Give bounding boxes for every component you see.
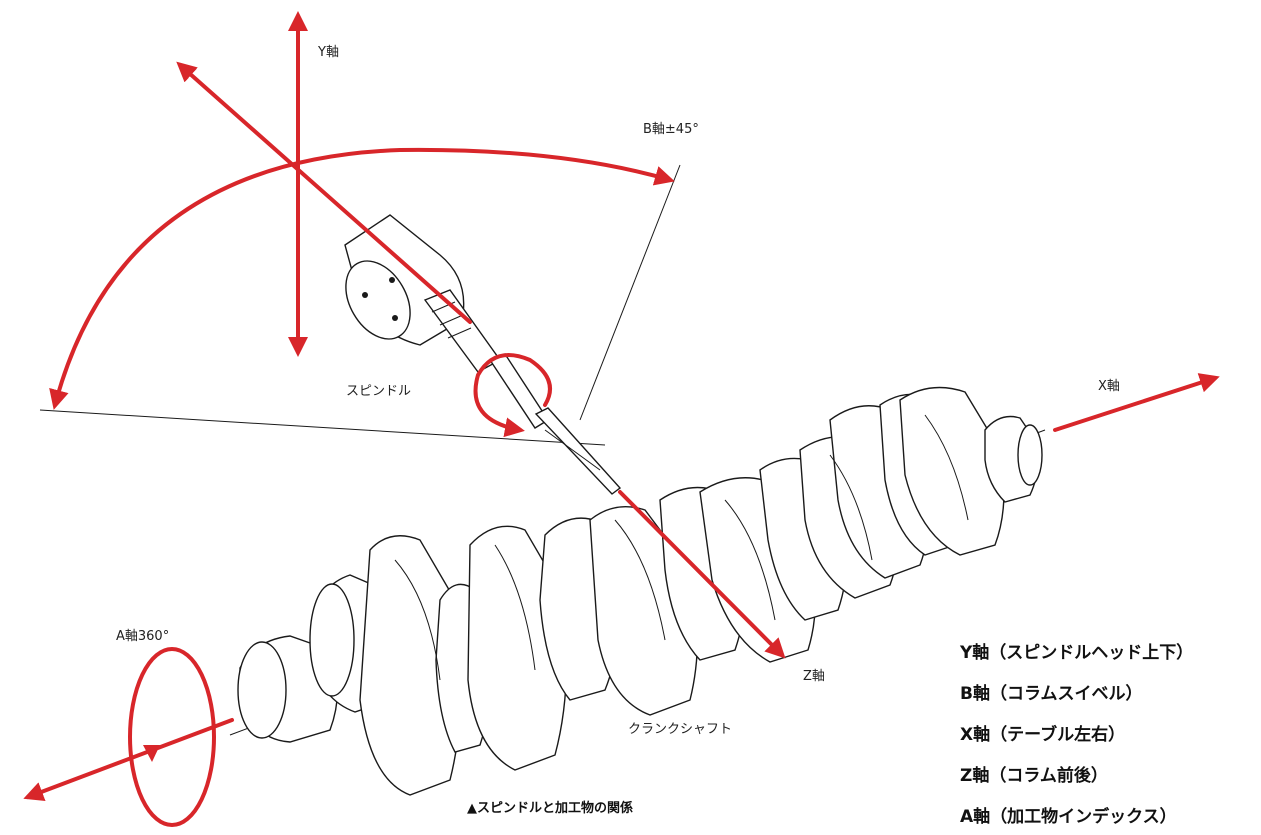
crankshaft-drawing xyxy=(229,386,1046,796)
y-axis-diagonal xyxy=(176,61,472,324)
axis-legend: Y軸（スピンドルヘッド上下） B軸（コラムスイベル） X軸（テーブル左右） Z軸… xyxy=(959,642,1193,827)
y-axis-label: Y軸 xyxy=(317,45,339,60)
legend-item: Y軸（スピンドルヘッド上下） xyxy=(959,642,1193,663)
spindle-label: スピンドル xyxy=(346,384,411,399)
a-axis-label: A軸360° xyxy=(116,629,169,644)
legend-item: X軸（テーブル左右） xyxy=(960,724,1125,745)
spindle-rotation-arrow xyxy=(473,353,552,438)
b-axis-arc xyxy=(49,147,675,410)
legend-item: B軸（コラムスイベル） xyxy=(960,683,1142,704)
z-axis-label: Z軸 xyxy=(803,669,825,684)
figure-caption: ▲スピンドルと加工物の関係 xyxy=(467,800,633,816)
a-axis-rotation-ring xyxy=(128,647,216,827)
axis-arrows xyxy=(23,11,1220,827)
legend-item: Z軸（コラム前後） xyxy=(960,765,1108,786)
x-axis-arrow xyxy=(1053,373,1220,432)
z-axis-arrow xyxy=(618,490,786,659)
spindle-drawing xyxy=(39,164,681,495)
x-axis-label: X軸 xyxy=(1098,379,1120,394)
legend-item: A軸（加工物インデックス） xyxy=(960,806,1177,827)
a-axis-ring-arrowhead xyxy=(143,745,160,762)
b-axis-label: B軸±45° xyxy=(643,122,699,137)
crankshaft-label: クランクシャフト xyxy=(628,722,732,737)
